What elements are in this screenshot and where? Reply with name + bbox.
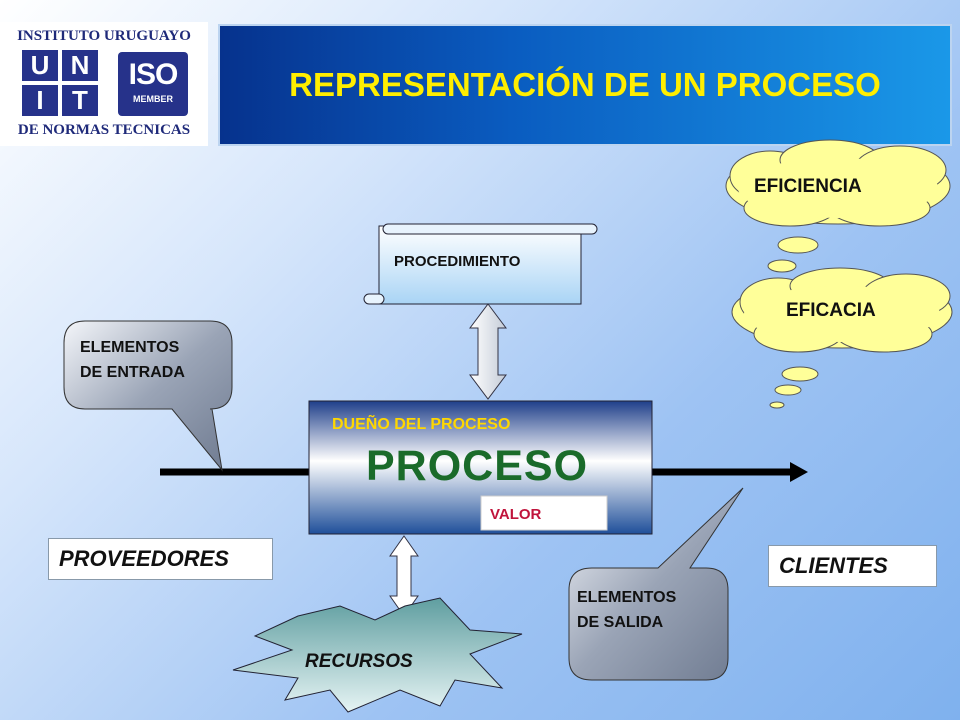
logo-letter-u: U	[22, 50, 58, 81]
logo-letter-i: I	[22, 85, 58, 116]
logo-top-text: INSTITUTO URUGUAYO	[17, 28, 191, 44]
eficiencia-cloud	[725, 139, 951, 227]
thought-bubble	[777, 236, 819, 254]
procedimiento-label: PROCEDIMIENTO	[394, 253, 521, 270]
iso-word: ISO	[128, 58, 179, 91]
logo-bottom-text: DE NORMAS TECNICAS	[17, 122, 191, 138]
recursos-label: RECURSOS	[305, 651, 413, 672]
thought-bubble	[774, 384, 802, 396]
unit-iso-logo: INSTITUTO URUGUAYO U N I T ISO MEMBER DE…	[0, 22, 208, 146]
valor-box	[480, 495, 608, 531]
procedimiento-scroll	[363, 223, 598, 305]
salida-callout	[568, 487, 744, 681]
thought-bubble	[781, 366, 819, 382]
entrada-label-line2: DE ENTRADA	[80, 364, 185, 381]
title-bar: REPRESENTACIÓN DE UN PROCESO	[218, 24, 952, 146]
proceso-label: PROCESO	[366, 442, 589, 490]
salida-label-line2: DE SALIDA	[577, 614, 664, 631]
flow-arrowhead	[790, 462, 808, 482]
iso-member: MEMBER	[133, 94, 173, 104]
iso-emblem: ISO MEMBER	[118, 52, 188, 116]
proveedores-label: PROVEEDORES	[48, 538, 273, 580]
entrada-callout	[63, 320, 233, 472]
valor-label: VALOR	[490, 506, 542, 523]
recursos-burst	[232, 597, 523, 713]
page-title: REPRESENTACIÓN DE UN PROCESO	[289, 66, 881, 103]
eficiencia-label: EFICIENCIA	[754, 176, 862, 197]
eficacia-cloud	[731, 267, 953, 353]
logo-letter-t: T	[62, 85, 98, 116]
thought-bubble	[769, 401, 785, 409]
entrada-label-line1: ELEMENTOS	[80, 339, 180, 356]
eficacia-label: EFICACIA	[786, 300, 876, 321]
dueno-label: DUEÑO DEL PROCESO	[332, 416, 511, 433]
salida-label-line1: ELEMENTOS	[577, 589, 677, 606]
clientes-label: CLIENTES	[768, 545, 937, 587]
logo-letter-n: N	[62, 50, 98, 81]
double-arrow-top	[469, 303, 507, 400]
thought-bubble	[767, 259, 797, 273]
unit-letters: U N I T	[22, 50, 98, 116]
